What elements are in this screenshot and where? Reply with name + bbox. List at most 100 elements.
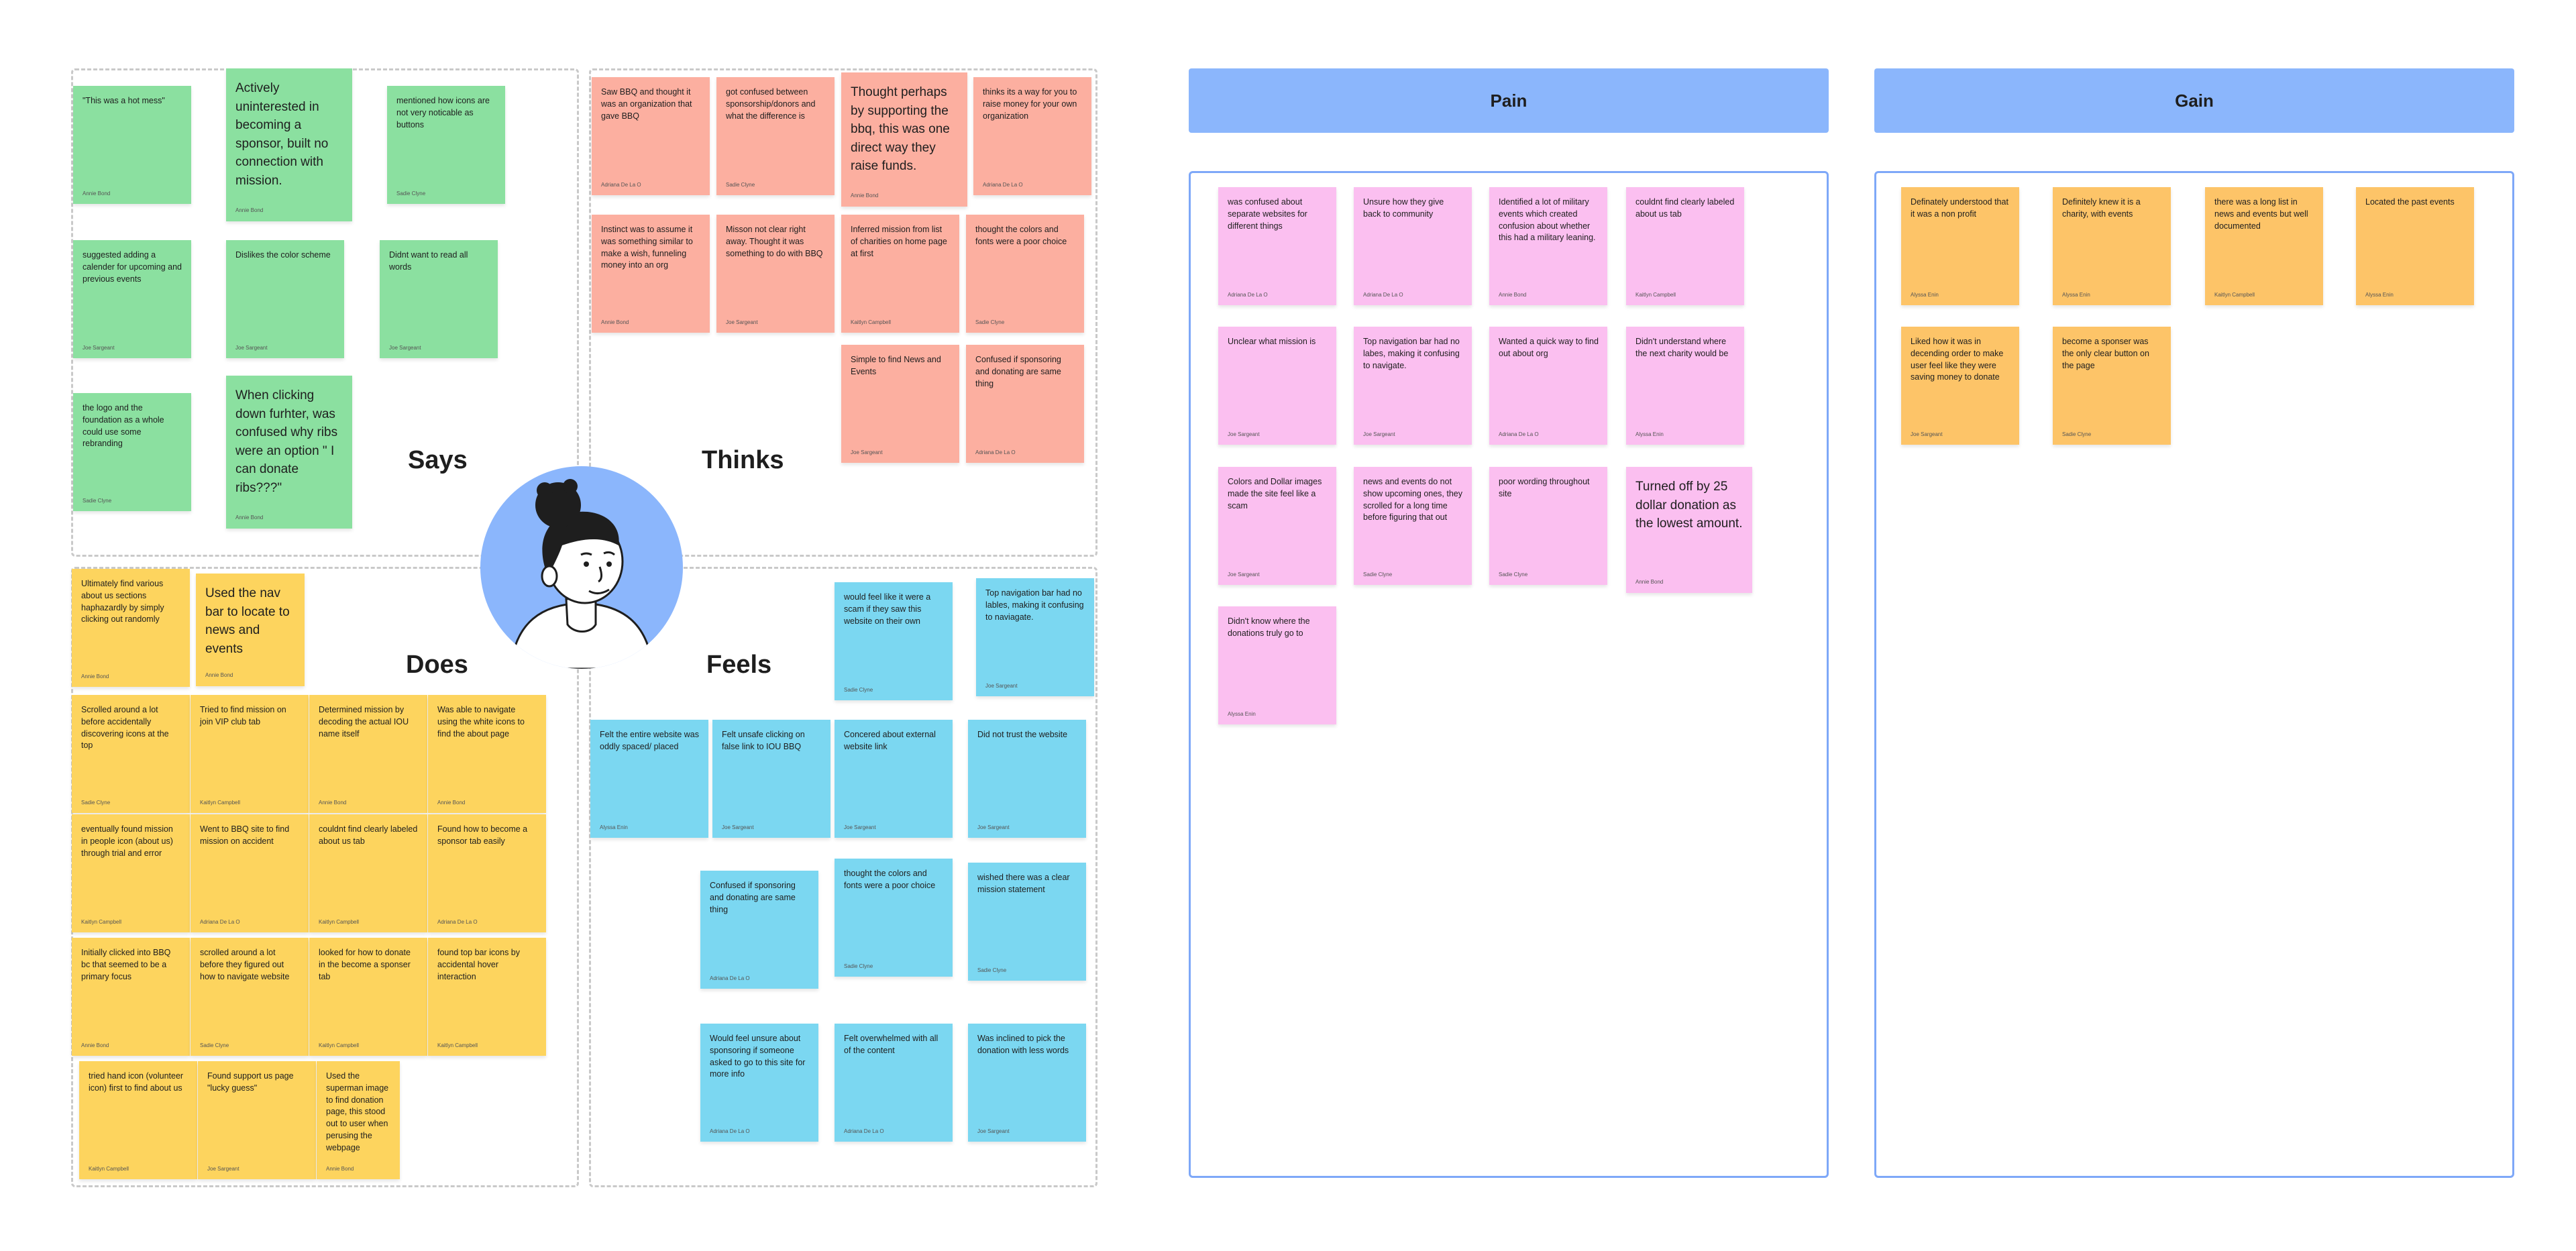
sticky-note[interactable]: Colors and Dollar images made the site f… xyxy=(1218,467,1336,585)
sticky-note[interactable]: Confused if sponsoring and donating are … xyxy=(700,871,818,989)
note-author: Sadie Clyne xyxy=(1363,571,1393,578)
note-author: Sadie Clyne xyxy=(83,497,112,504)
note-author: Alyssa Enin xyxy=(1911,291,1939,298)
note-text: Would feel unsure about sponsoring if so… xyxy=(710,1034,806,1079)
sticky-note[interactable]: Thought perhaps by supporting the bbq, t… xyxy=(841,72,967,207)
sticky-note[interactable]: Inferred mission from list of charities … xyxy=(841,215,959,333)
sticky-note[interactable]: there was a long list in news and events… xyxy=(2205,187,2323,305)
note-text: mentioned how icons are not very noticab… xyxy=(396,96,490,129)
sticky-note[interactable]: Felt overwhelmed with all of the content… xyxy=(835,1024,953,1142)
sticky-note[interactable]: thought the colors and fonts were a poor… xyxy=(966,215,1084,333)
note-text: When clicking down furhter, was confused… xyxy=(235,388,338,495)
note-author: Adriana De La O xyxy=(601,181,641,188)
note-author: Kaitlyn Campbell xyxy=(200,799,241,806)
note-author: Joe Sargeant xyxy=(207,1165,239,1172)
sticky-note[interactable]: thought the colors and fonts were a poor… xyxy=(835,859,953,977)
thinks-quadrant xyxy=(589,68,1097,557)
note-text: Was able to navigate using the white ico… xyxy=(437,705,525,739)
sticky-note[interactable]: suggested adding a calender for upcoming… xyxy=(73,240,191,358)
sticky-note[interactable]: Found how to become a sponsor tab easily… xyxy=(428,814,546,932)
sticky-note[interactable]: Scrolled around a lot before accidentall… xyxy=(72,695,190,813)
sticky-note[interactable]: Tried to find mission on join VIP club t… xyxy=(191,695,309,813)
sticky-note[interactable]: Actively uninterested in becoming a spon… xyxy=(226,68,352,221)
sticky-note[interactable]: was confused about separate websites for… xyxy=(1218,187,1336,305)
sticky-note[interactable]: couldnt find clearly labeled about us ta… xyxy=(1626,187,1744,305)
note-text: become a sponser was the only clear butt… xyxy=(2062,337,2149,370)
sticky-note[interactable]: Identified a lot of military events whic… xyxy=(1489,187,1607,305)
sticky-note[interactable]: Went to BBQ site to find mission on acci… xyxy=(191,814,309,932)
persona-avatar xyxy=(480,466,683,669)
note-author: Kaitlyn Campbell xyxy=(1635,291,1676,298)
sticky-note[interactable]: got confused between sponsorship/donors … xyxy=(716,77,835,195)
note-author: Kaitlyn Campbell xyxy=(319,918,360,925)
sticky-note[interactable]: Misson not clear right away. Thought it … xyxy=(716,215,835,333)
sticky-note[interactable]: Instinct was to assume it was something … xyxy=(592,215,710,333)
sticky-note[interactable]: the logo and the foundation as a whole c… xyxy=(73,393,191,511)
sticky-note[interactable]: couldnt find clearly labeled about us ta… xyxy=(309,814,427,932)
note-text: there was a long list in news and events… xyxy=(2214,197,2308,231)
note-author: Annie Bond xyxy=(235,207,264,214)
sticky-note[interactable]: Was inclined to pick the donation with l… xyxy=(968,1024,1086,1142)
sticky-note[interactable]: Definitely knew it is a charity, with ev… xyxy=(2053,187,2171,305)
sticky-note[interactable]: Top navigation bar had no lables, making… xyxy=(976,578,1094,696)
sticky-note[interactable]: become a sponser was the only clear butt… xyxy=(2053,327,2171,445)
note-text: thought the colors and fonts were a poor… xyxy=(975,225,1067,246)
note-author: Sadie Clyne xyxy=(1499,571,1528,578)
sticky-note[interactable]: would feel like it were a scam if they s… xyxy=(835,582,953,700)
sticky-note[interactable]: thinks its a way for you to raise money … xyxy=(973,77,1091,195)
note-text: Simple to find News and Events xyxy=(851,355,941,376)
note-author: Sadie Clyne xyxy=(2062,431,2092,437)
note-text: Felt overwhelmed with all of the content xyxy=(844,1034,938,1055)
pain-header[interactable]: Pain xyxy=(1189,68,1829,133)
sticky-note[interactable]: tried hand icon (volunteer icon) first t… xyxy=(79,1061,197,1179)
note-text: was confused about separate websites for… xyxy=(1228,197,1307,231)
sticky-note[interactable]: wished there was a clear mission stateme… xyxy=(968,863,1086,981)
sticky-note[interactable]: When clicking down furhter, was confused… xyxy=(226,376,352,529)
sticky-note[interactable]: Used the superman image to find donation… xyxy=(317,1061,400,1179)
feels-label: Feels xyxy=(706,651,772,679)
note-text: would feel like it were a scam if they s… xyxy=(844,592,931,626)
sticky-note[interactable]: Turned off by 25 dollar donation as the … xyxy=(1626,467,1752,593)
sticky-note[interactable]: Didn't understand where the next charity… xyxy=(1626,327,1744,445)
sticky-note[interactable]: looked for how to donate in the become a… xyxy=(309,938,427,1056)
sticky-note[interactable]: scrolled around a lot before they figure… xyxy=(191,938,309,1056)
note-author: Joe Sargeant xyxy=(1911,431,1943,437)
sticky-note[interactable]: Liked how it was in decending order to m… xyxy=(1901,327,2019,445)
sticky-note[interactable]: Wanted a quick way to find out about org… xyxy=(1489,327,1607,445)
sticky-note[interactable]: "This was a hot mess"Annie Bond xyxy=(73,86,191,204)
sticky-note[interactable]: Determined mission by decoding the actua… xyxy=(309,695,427,813)
sticky-note[interactable]: Definately understood that it was a non … xyxy=(1901,187,2019,305)
sticky-note[interactable]: Would feel unsure about sponsoring if so… xyxy=(700,1024,818,1142)
sticky-note[interactable]: found top bar icons by accidental hover … xyxy=(428,938,546,1056)
sticky-note[interactable]: Confused if sponsoring and donating are … xyxy=(966,345,1084,463)
note-text: Did not trust the website xyxy=(977,730,1068,739)
note-author: Joe Sargeant xyxy=(985,682,1018,689)
sticky-note[interactable]: Used the nav bar to locate to news and e… xyxy=(196,574,305,686)
sticky-note[interactable]: Initially clicked into BBQ bc that seeme… xyxy=(72,938,190,1056)
note-text: Didnt want to read all words xyxy=(389,250,468,272)
sticky-note[interactable]: Top navigation bar had no labes, making … xyxy=(1354,327,1472,445)
sticky-note[interactable]: Didn't know where the donations truly go… xyxy=(1218,606,1336,724)
sticky-note[interactable]: Was able to navigate using the white ico… xyxy=(428,695,546,813)
sticky-note[interactable]: news and events do not show upcoming one… xyxy=(1354,467,1472,585)
gain-header[interactable]: Gain xyxy=(1874,68,2514,133)
sticky-note[interactable]: mentioned how icons are not very noticab… xyxy=(387,86,505,204)
sticky-note[interactable]: Felt the entire website was oddly spaced… xyxy=(590,720,708,838)
note-text: Unclear what mission is xyxy=(1228,337,1316,346)
sticky-note[interactable]: eventually found mission in people icon … xyxy=(72,814,190,932)
note-author: Annie Bond xyxy=(601,319,629,325)
sticky-note[interactable]: Saw BBQ and thought it was an organizati… xyxy=(592,77,710,195)
sticky-note[interactable]: Ultimately find various about us section… xyxy=(72,569,190,687)
sticky-note[interactable]: Felt unsafe clicking on false link to IO… xyxy=(712,720,830,838)
note-author: Adriana De La O xyxy=(975,449,1016,455)
sticky-note[interactable]: Found support us page "lucky guess"Joe S… xyxy=(198,1061,316,1179)
